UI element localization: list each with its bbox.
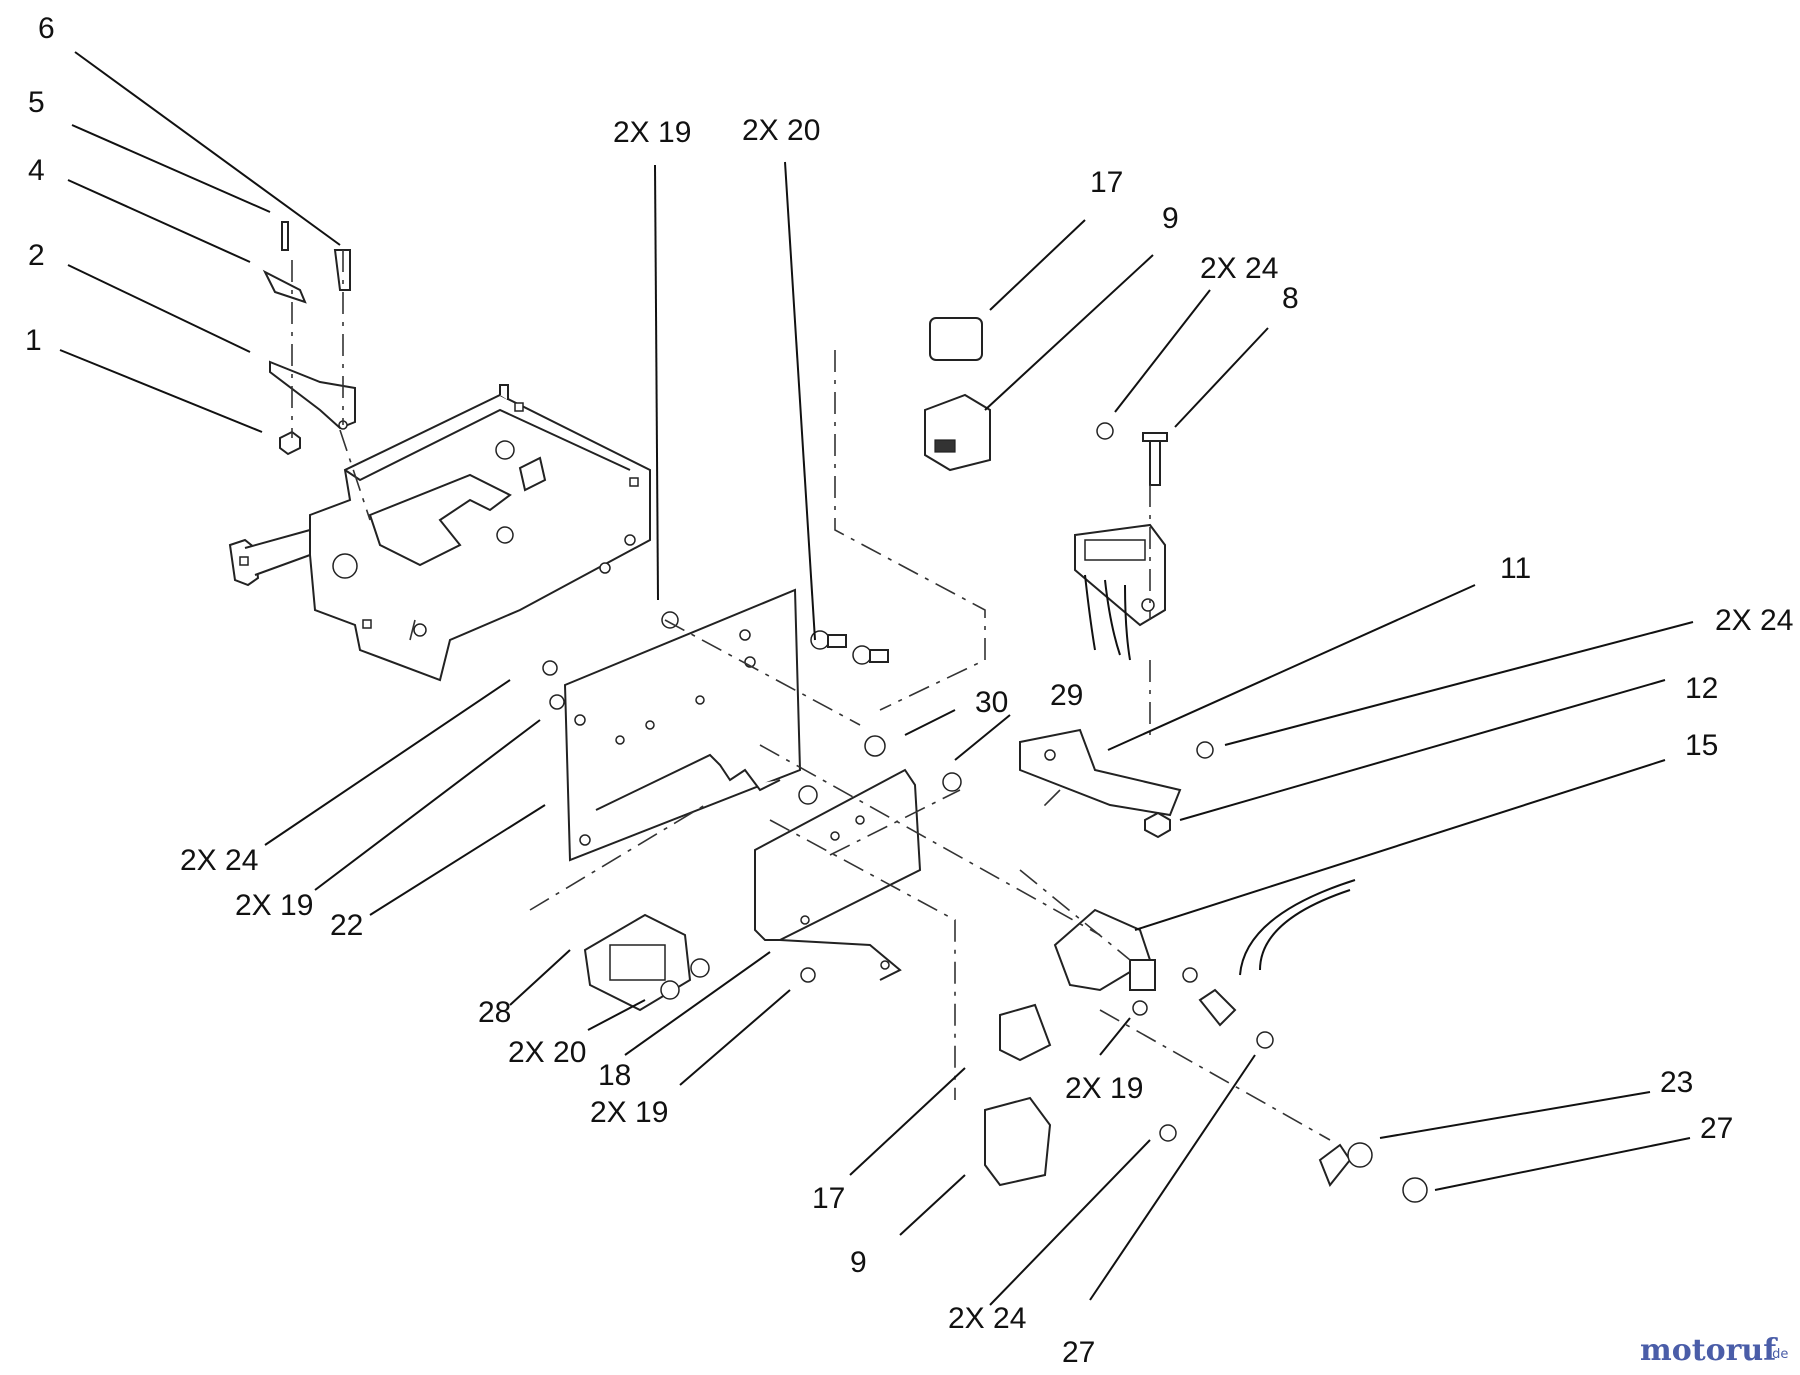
callout-30: 30	[975, 686, 1008, 719]
callout-5: 5	[28, 86, 45, 119]
callout-29: 29	[1050, 679, 1083, 712]
assembly-dash-lines	[291, 250, 1331, 1141]
leader-lines	[59, 51, 1694, 1306]
callout-4: 4	[28, 154, 45, 187]
connector-block	[1074, 523, 1166, 661]
callout-2x24-right: 2X 24	[1715, 604, 1793, 637]
callout-2x19-left: 2X 19	[235, 889, 313, 922]
callout-2x24-bottom: 2X 24	[948, 1302, 1026, 1335]
callout-2x20-bottom: 2X 20	[508, 1036, 586, 1069]
callout-9-top: 9	[1162, 202, 1179, 235]
callout-17-top: 17	[1090, 166, 1123, 199]
callout-22: 22	[330, 909, 363, 942]
small-bracket	[1019, 728, 1182, 817]
watermark-brand: motoruf	[1640, 1333, 1778, 1368]
fasteners	[542, 422, 1274, 1142]
callout-2x19-bottom: 2X 19	[590, 1096, 668, 1129]
callout-labels: 6 5 4 2 1 2X 19 2X 20 17 9 2X 24 8 11 2X…	[25, 12, 1793, 1369]
callout-28: 28	[478, 996, 511, 1029]
relay-upper	[924, 317, 991, 472]
callout-2x20-top: 2X 20	[742, 114, 820, 147]
callout-6: 6	[38, 12, 55, 45]
switch-assembly	[262, 221, 356, 456]
callout-1: 1	[25, 324, 42, 357]
callout-27-bottom: 27	[1062, 1336, 1095, 1369]
cable-assembly	[1198, 879, 1428, 1203]
callout-15: 15	[1685, 729, 1718, 762]
watermark-suffix: .de	[1768, 1347, 1788, 1362]
callout-9-bottom: 9	[850, 1246, 867, 1279]
callout-2x24-top: 2X 24	[1200, 252, 1278, 285]
solenoid-15	[1053, 908, 1156, 992]
callout-2x19-center: 2X 19	[1065, 1072, 1143, 1105]
callout-18: 18	[598, 1059, 631, 1092]
callout-2x24-left: 2X 24	[180, 844, 258, 877]
lower-bracket	[754, 768, 922, 981]
callout-17-bottom: 17	[812, 1182, 845, 1215]
callout-23: 23	[1660, 1066, 1693, 1099]
callout-12: 12	[1685, 672, 1718, 705]
center-plate	[563, 588, 802, 862]
relay-lower	[984, 1003, 1052, 1187]
main-bracket	[228, 384, 651, 682]
callout-8: 8	[1282, 282, 1299, 315]
callout-11: 11	[1500, 552, 1531, 585]
callout-2: 2	[28, 239, 45, 272]
callout-2x19-top: 2X 19	[613, 116, 691, 149]
callout-27-right: 27	[1700, 1112, 1733, 1145]
watermark-logo: motoruf .de	[1640, 1333, 1788, 1368]
